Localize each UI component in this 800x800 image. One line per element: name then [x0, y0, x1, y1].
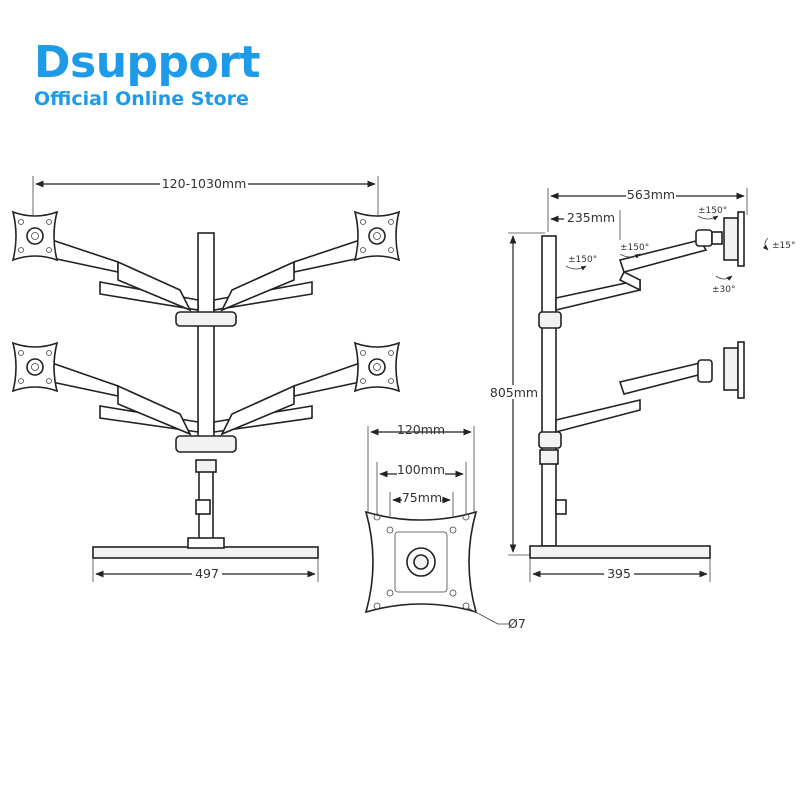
dim-arm-span: 120-1030mm — [32, 176, 379, 215]
angle-head-swivel: ±150° — [698, 206, 727, 216]
lower-arm-set — [12, 342, 400, 453]
upper-arm-set — [12, 211, 400, 327]
angle-arm-swivel: ±150° — [568, 255, 597, 265]
vesa-head-lower-right — [354, 342, 400, 392]
vesa-outer-label: 120mm — [397, 422, 445, 437]
vesa-inner-label: 75mm — [402, 490, 442, 505]
base-width-label: 497 — [195, 566, 219, 581]
vesa-plate-detail: 120mm 100mm 75mm Ø7 — [364, 422, 526, 631]
vesa-head-lower-left — [12, 342, 58, 392]
dim-base-width: 497 — [92, 558, 319, 582]
cable-clip — [195, 499, 211, 515]
side-view: 563mm 235mm 805mm ±150° — [490, 187, 796, 582]
brand-name: Dsupport — [34, 37, 261, 88]
arm-span-label: 120-1030mm — [162, 176, 247, 191]
vesa-head-upper-left — [12, 211, 58, 261]
angle-elbow-swivel: ±150° — [620, 243, 649, 253]
hole-diameter-label: Ø7 — [508, 616, 526, 631]
arm-reach-label: 235mm — [567, 210, 615, 225]
pole-middle — [197, 324, 215, 446]
brand-block: Dsupport Official Online Store — [34, 37, 261, 111]
front-view: 120-1030mm — [12, 176, 400, 582]
side-pole — [541, 235, 557, 547]
vesa-head-upper-right — [354, 211, 400, 261]
angle-tilt: ±30° — [712, 285, 736, 295]
brand-subtitle: Official Online Store — [34, 88, 249, 110]
side-reach-label: 563mm — [627, 187, 675, 202]
height-label: 805mm — [490, 385, 538, 400]
vesa-mid-label: 100mm — [397, 462, 445, 477]
pole-upper — [197, 232, 215, 324]
base-depth-label: 395 — [607, 566, 631, 581]
side-base — [529, 545, 711, 559]
angle-rotation: ±15° — [772, 241, 796, 251]
